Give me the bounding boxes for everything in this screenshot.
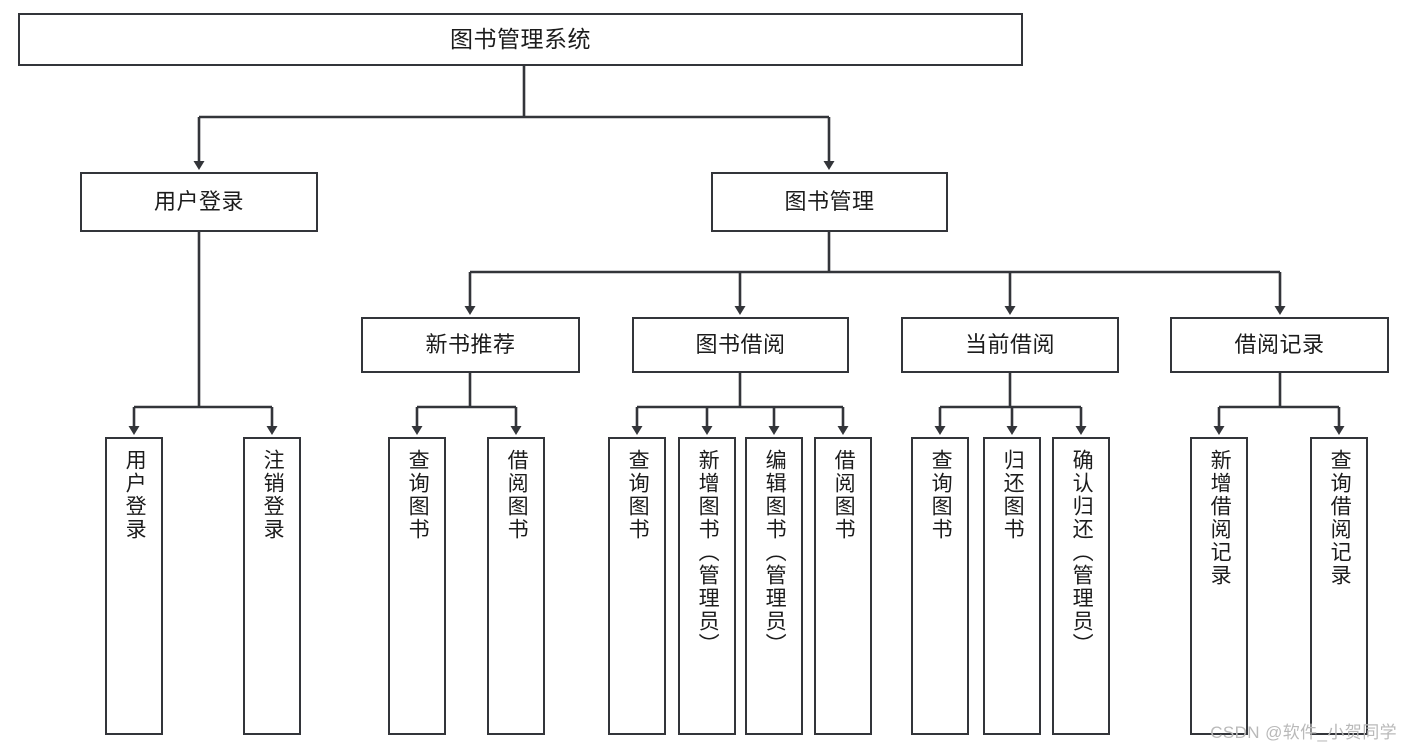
node-label: 查询借阅记录: [1328, 449, 1352, 587]
node-label: 查询图书: [406, 449, 430, 541]
node-label: 当前借阅: [964, 331, 1055, 357]
node-leaf-6[interactable]: 编辑图书（管理员）: [745, 437, 803, 735]
node-leaf-4[interactable]: 查询图书: [608, 437, 666, 735]
node-root[interactable]: 图书管理系统: [18, 13, 1023, 66]
node-leaf-10[interactable]: 确认归还（管理员）: [1052, 437, 1110, 735]
node-label: 借阅记录: [1234, 331, 1325, 357]
node-leaf-1[interactable]: 注销登录: [243, 437, 301, 735]
node-label: 注销登录: [261, 449, 285, 541]
node-label: 编辑图书（管理员）: [763, 449, 787, 656]
node-level2-1[interactable]: 图书管理: [711, 172, 948, 232]
node-label: 新增图书（管理员）: [696, 449, 720, 656]
node-leaf-3[interactable]: 借阅图书: [487, 437, 545, 735]
node-label: 查询图书: [626, 449, 650, 541]
node-level3-3[interactable]: 借阅记录: [1170, 317, 1389, 373]
node-label: 借阅图书: [505, 449, 529, 541]
watermark: CSDN @软件_小贺同学: [1210, 723, 1397, 742]
node-leaf-11[interactable]: 新增借阅记录: [1190, 437, 1248, 735]
node-label: 新书推荐: [425, 331, 516, 357]
node-leaf-12[interactable]: 查询借阅记录: [1310, 437, 1368, 735]
node-leaf-9[interactable]: 归还图书: [983, 437, 1041, 735]
node-leaf-0[interactable]: 用户登录: [105, 437, 163, 735]
node-label: 查询图书: [929, 449, 953, 541]
node-label: 图书管理系统: [450, 25, 591, 52]
node-label: 借阅图书: [832, 449, 856, 541]
node-label: 图书管理: [784, 188, 875, 214]
node-label: 图书借阅: [695, 331, 786, 357]
node-label: 确认归还（管理员）: [1070, 449, 1094, 656]
node-label: 用户登录: [153, 188, 244, 214]
node-level3-2[interactable]: 当前借阅: [901, 317, 1119, 373]
node-level3-0[interactable]: 新书推荐: [361, 317, 580, 373]
node-label: 用户登录: [123, 449, 147, 541]
node-leaf-5[interactable]: 新增图书（管理员）: [678, 437, 736, 735]
node-leaf-2[interactable]: 查询图书: [388, 437, 446, 735]
node-level2-0[interactable]: 用户登录: [80, 172, 318, 232]
node-label: 新增借阅记录: [1208, 449, 1232, 587]
node-leaf-7[interactable]: 借阅图书: [814, 437, 872, 735]
node-leaf-8[interactable]: 查询图书: [911, 437, 969, 735]
node-label: 归还图书: [1001, 449, 1025, 541]
node-level3-1[interactable]: 图书借阅: [632, 317, 849, 373]
